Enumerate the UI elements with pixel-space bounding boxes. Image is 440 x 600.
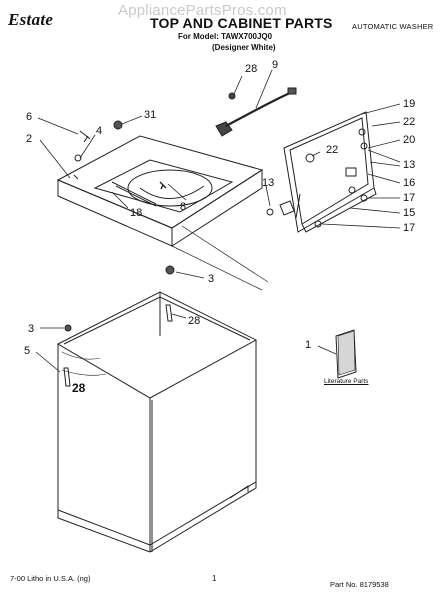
- callout-3-upper: 3: [208, 273, 214, 285]
- fasteners: [63, 92, 368, 387]
- callout-2: 2: [26, 133, 32, 145]
- print-info: 7-00 Litho in U.S.A. (ng): [10, 574, 91, 583]
- callout-13-left: 13: [262, 177, 274, 189]
- callout-4: 4: [96, 125, 102, 137]
- washer-top-panel[interactable]: [56, 135, 264, 247]
- callout-5: 5: [24, 345, 30, 357]
- callout-20: 20: [403, 134, 415, 146]
- page-title: TOP AND CABINET PARTS: [150, 15, 333, 31]
- callout-17-lower: 17: [403, 222, 415, 234]
- callout-13-right: 13: [403, 159, 415, 171]
- literature-booklet[interactable]: [335, 329, 357, 379]
- callout-19: 19: [403, 98, 415, 110]
- washer-lid[interactable]: [279, 111, 377, 233]
- callout-6: 6: [26, 111, 32, 123]
- appliance-type: AUTOMATIC WASHER: [352, 22, 434, 31]
- callout-15: 15: [403, 207, 415, 219]
- model-color: (Designer White): [212, 43, 276, 52]
- part-number: Part No. 8179538: [330, 580, 389, 589]
- callout-3-lower: 3: [28, 323, 34, 335]
- callout-28-top: 28: [245, 63, 257, 75]
- callout-16: 16: [403, 177, 415, 189]
- callout-18: 18: [130, 207, 142, 219]
- callout-31: 31: [144, 109, 156, 121]
- brand-logo: Estate: [8, 10, 54, 29]
- watermark: AppliancePartsPros.com: [118, 2, 287, 19]
- page-number: 1: [212, 574, 217, 583]
- callout-28-side: 28: [72, 381, 86, 395]
- callout-22-lid: 22: [326, 144, 338, 156]
- callout-17-upper: 17: [403, 192, 415, 204]
- leader-lines: [35, 69, 401, 373]
- wire-harness[interactable]: [215, 87, 297, 137]
- callout-22-right: 22: [403, 116, 415, 128]
- callout-1: 1: [305, 339, 311, 351]
- callout-9: 9: [272, 59, 278, 71]
- model-number: For Model: TAWX700JQ0: [178, 32, 273, 41]
- callout-28-cabinet: 28: [188, 315, 200, 327]
- callout-numbers: 28 9 31 6 4 2 19 22 20 22 13 13 17 16 8 …: [24, 59, 415, 395]
- literature-parts-label: Literature Parts: [324, 378, 369, 385]
- washer-cabinet[interactable]: [56, 291, 258, 553]
- callout-8: 8: [180, 201, 186, 213]
